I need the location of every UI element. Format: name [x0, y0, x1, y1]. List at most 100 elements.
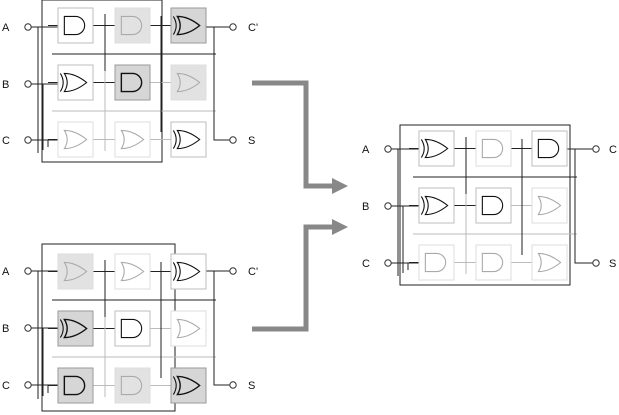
gate-cell-box — [418, 244, 455, 281]
cell-2-0-0 — [418, 130, 455, 167]
output-label-0: C' — [248, 22, 258, 34]
cell-0-1-1 — [114, 64, 151, 101]
input-terminal-icon — [384, 259, 392, 267]
input-label-2: C — [2, 380, 10, 392]
or-gate-icon — [120, 129, 145, 150]
input-label-0: A — [2, 22, 10, 34]
input-label-1: B — [2, 323, 9, 335]
cell-0-2-0 — [57, 121, 94, 158]
input-label-0: A — [2, 266, 10, 278]
or-gate-icon — [120, 261, 145, 282]
panel-top-left: A B C C' S — [2, 0, 258, 163]
input-terminal-icon — [24, 23, 32, 31]
input-label-0: A — [362, 144, 370, 156]
and-gate-icon — [424, 252, 447, 273]
output-terminal-icon — [229, 136, 237, 144]
cell-2-1-0 — [418, 187, 455, 224]
xor-gate-icon — [59, 73, 64, 92]
output-label-0: C' — [248, 266, 258, 278]
or-gate-icon — [63, 129, 88, 150]
gate-cell-box — [114, 367, 151, 404]
cell-1-1-0 — [57, 310, 94, 347]
cell-0-2-1 — [114, 121, 151, 158]
gate-cell-box — [475, 187, 512, 224]
xor-gate-icon — [424, 138, 449, 159]
cell-0-1-2 — [170, 64, 207, 101]
cell-2-2-2 — [531, 244, 568, 281]
wire — [213, 27, 230, 141]
output-label-1: S — [609, 258, 616, 270]
wire — [399, 124, 571, 286]
and-gate-icon — [120, 375, 143, 396]
input-terminal-icon — [384, 145, 392, 153]
cell-1-2-1 — [114, 367, 151, 404]
wire — [574, 149, 593, 264]
gate-cell-box — [114, 310, 151, 347]
or-gate-icon — [176, 72, 201, 93]
gate-cell-box — [170, 64, 207, 101]
cell-0-0-1 — [114, 7, 151, 44]
cell-2-1-1 — [475, 187, 512, 224]
input-label-2: C — [2, 135, 10, 147]
and-gate-icon — [481, 252, 504, 273]
cell-2-1-2 — [531, 187, 568, 224]
gate-cell-box — [114, 64, 151, 101]
panel-bottom-left: A B C C' S — [2, 243, 258, 412]
input-terminal-icon — [24, 324, 32, 332]
cell-0-1-0 — [57, 64, 94, 101]
xor-gate-icon — [63, 318, 88, 339]
gate-cell-box — [114, 253, 151, 290]
xor-gate-icon — [420, 196, 425, 215]
xor-gate-icon — [172, 262, 177, 281]
cell-2-0-2 — [531, 130, 568, 167]
gate-cell-box — [531, 130, 568, 167]
or-gate-icon — [537, 252, 562, 273]
cell-1-2-2 — [170, 367, 207, 404]
xor-gate-icon — [176, 261, 201, 282]
and-gate-icon — [481, 138, 504, 159]
xor-gate-icon — [420, 139, 425, 158]
cell-0-0-0 — [57, 7, 94, 44]
output-label-1: S — [248, 380, 255, 392]
input-terminal-icon — [24, 136, 32, 144]
gate-cell-box — [57, 7, 94, 44]
cell-1-1-2 — [170, 310, 207, 347]
gate-cell-box — [531, 244, 568, 281]
and-gate-icon — [537, 138, 560, 159]
xor-gate-icon — [176, 375, 201, 396]
xor-gate-icon — [63, 72, 88, 93]
and-gate-icon — [120, 318, 143, 339]
input-label-2: C — [362, 258, 370, 270]
cell-1-0-0 — [57, 253, 94, 290]
output-terminal-icon — [592, 145, 600, 153]
gate-cell-box — [475, 244, 512, 281]
xor-gate-icon — [424, 195, 449, 216]
and-gate-icon — [63, 15, 86, 36]
cell-1-0-1 — [114, 253, 151, 290]
gate-cell-box — [114, 121, 151, 158]
output-label-1: S — [248, 135, 255, 147]
and-gate-icon — [63, 375, 86, 396]
input-terminal-icon — [24, 381, 32, 389]
wire — [213, 271, 230, 386]
cell-2-2-1 — [475, 244, 512, 281]
and-gate-icon — [120, 72, 143, 93]
gate-cell-box — [57, 367, 94, 404]
right-arrow-icon — [252, 80, 334, 189]
cell-1-2-0 — [57, 367, 94, 404]
right-arrow-icon — [332, 219, 348, 235]
right-arrow-icon — [332, 178, 348, 194]
or-gate-icon — [176, 318, 201, 339]
cell-1-0-2 — [170, 253, 207, 290]
or-gate-icon — [537, 195, 562, 216]
cell-2-2-0 — [418, 244, 455, 281]
output-terminal-icon — [592, 259, 600, 267]
cell-0-2-2 — [170, 121, 207, 158]
cell-0-0-2 — [170, 7, 207, 44]
input-label-1: B — [2, 79, 9, 91]
transform-arrows — [252, 80, 348, 332]
output-terminal-icon — [229, 381, 237, 389]
input-terminal-icon — [384, 202, 392, 210]
